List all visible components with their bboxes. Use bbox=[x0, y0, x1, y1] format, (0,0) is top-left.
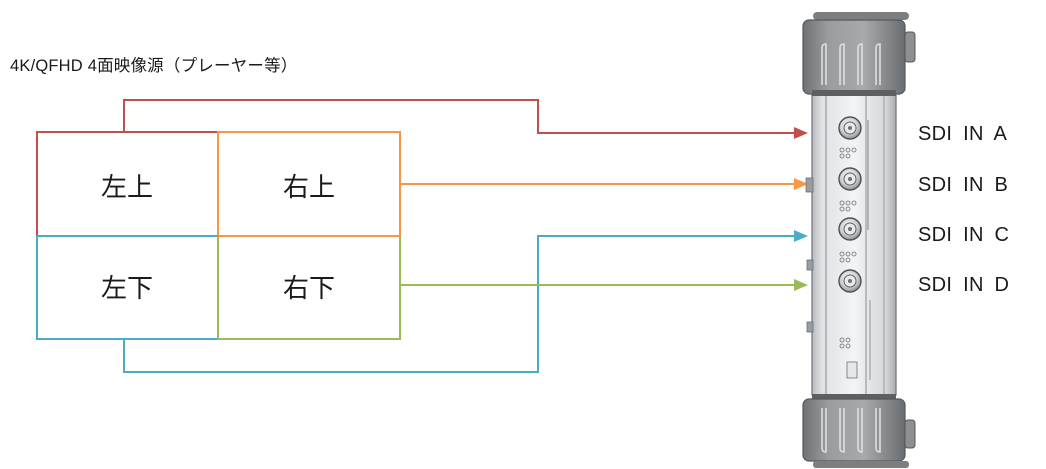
source-title: 4K/QFHD 4面映像源（プレーヤー等） bbox=[10, 57, 298, 75]
arrowhead-b bbox=[794, 178, 808, 190]
bottom-cap bbox=[802, 394, 916, 468]
quad-label-top-left: 左上 bbox=[100, 172, 153, 202]
connection-c bbox=[123, 235, 796, 373]
sdi-in-a-label: SDI IN A bbox=[918, 123, 1008, 145]
sdi-in-b-label: SDI IN B bbox=[918, 174, 1009, 196]
quad-label-bottom-left: 左下 bbox=[100, 273, 153, 303]
bnc-connector-d bbox=[838, 269, 862, 293]
quad-bottom-right-border bbox=[217, 237, 401, 340]
device-side-view bbox=[802, 12, 916, 468]
arrowhead-c bbox=[794, 230, 808, 242]
quad-label-bottom-right: 右下 bbox=[282, 273, 335, 303]
quad-bottom-left-border bbox=[36, 235, 218, 340]
quad-grid bbox=[36, 131, 401, 340]
top-cap bbox=[802, 12, 916, 96]
quad-label-top-right: 右上 bbox=[282, 172, 335, 202]
bnc-connector-b bbox=[838, 167, 862, 191]
quad-top-right-border bbox=[217, 131, 401, 237]
arrowhead-a bbox=[794, 127, 808, 139]
arrowhead-d bbox=[794, 279, 808, 291]
bnc-connector-c bbox=[838, 217, 862, 241]
bnc-connector-a bbox=[838, 116, 862, 140]
sdi-in-d-label: SDI IN D bbox=[918, 274, 1010, 296]
panel-port-dots bbox=[839, 147, 857, 349]
connection-a bbox=[123, 99, 796, 134]
connections bbox=[123, 99, 808, 373]
sdi-in-c-label: SDI IN C bbox=[918, 224, 1010, 246]
usb-port bbox=[846, 361, 858, 379]
